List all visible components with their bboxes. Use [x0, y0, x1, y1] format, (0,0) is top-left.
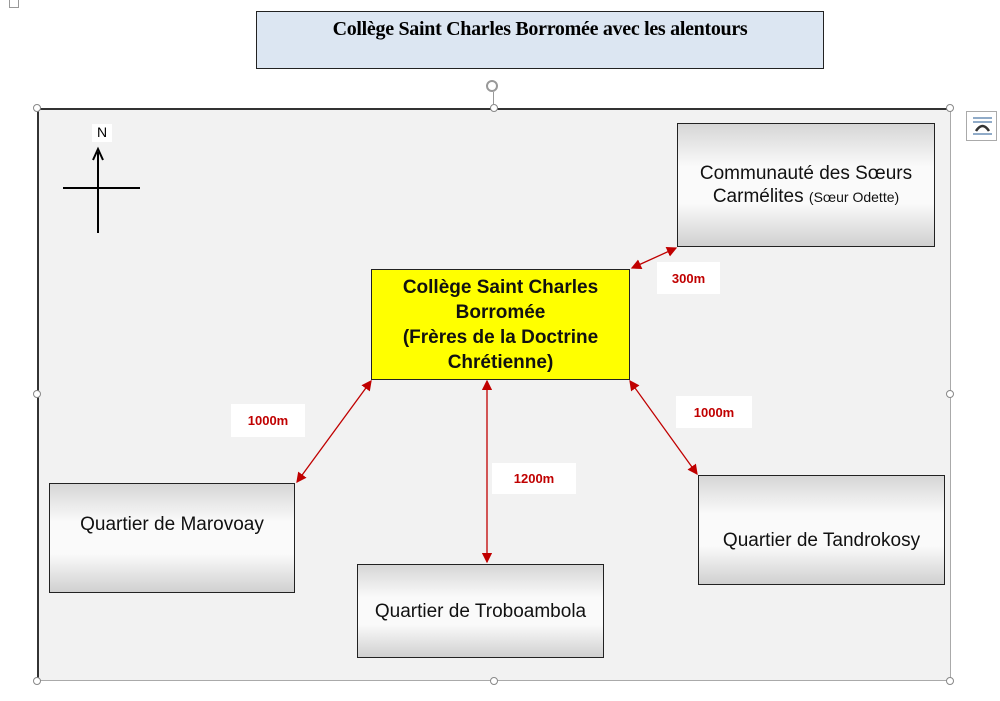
college-line3: (Frères de la Doctrine: [402, 326, 599, 348]
college-line4: Chrétienne): [447, 351, 554, 373]
distance-troboambola: 1200m: [492, 463, 576, 494]
arrow-tandrokosy: [629, 379, 698, 476]
compass-arrow-icon: [92, 146, 104, 161]
box-marovoay[interactable]: Quartier de Marovoay: [49, 483, 295, 593]
arrow-soeurs: [630, 247, 678, 269]
resize-handle-ml[interactable]: [33, 390, 41, 398]
rotate-handle-stem: [493, 92, 494, 104]
resize-handle-bl[interactable]: [33, 677, 41, 685]
distance-marovoay: 1000m: [231, 404, 305, 437]
box-tandrokosy[interactable]: Quartier de Tandrokosy: [698, 475, 945, 585]
box-troboambola[interactable]: Quartier de Troboambola: [357, 564, 604, 658]
resize-handle-tl[interactable]: [33, 104, 41, 112]
rotate-handle-icon[interactable]: [486, 80, 498, 92]
soeurs-line1: Communauté des Sœurs: [699, 162, 913, 184]
soeurs-line2: Carmélites: [712, 185, 804, 207]
college-line1: Collège Saint Charles: [402, 276, 599, 298]
college-line2: Borromée: [455, 301, 546, 323]
resize-handle-tr[interactable]: [946, 104, 954, 112]
resize-handle-tc[interactable]: [490, 104, 498, 112]
arrow-marovoay: [296, 379, 372, 484]
diagram-title[interactable]: Collège Saint Charles Borromée avec les …: [256, 11, 824, 69]
anchor-marker: [9, 0, 19, 8]
resize-handle-mr[interactable]: [946, 390, 954, 398]
distance-tandrokosy: 1000m: [676, 396, 752, 428]
compass-north-label: N: [92, 124, 112, 142]
resize-handle-br[interactable]: [946, 677, 954, 685]
layout-options-icon[interactable]: [966, 111, 997, 141]
soeurs-note: (Sœur Odette): [808, 188, 900, 205]
distance-soeurs: 300m: [657, 262, 720, 294]
resize-handle-bc[interactable]: [490, 677, 498, 685]
